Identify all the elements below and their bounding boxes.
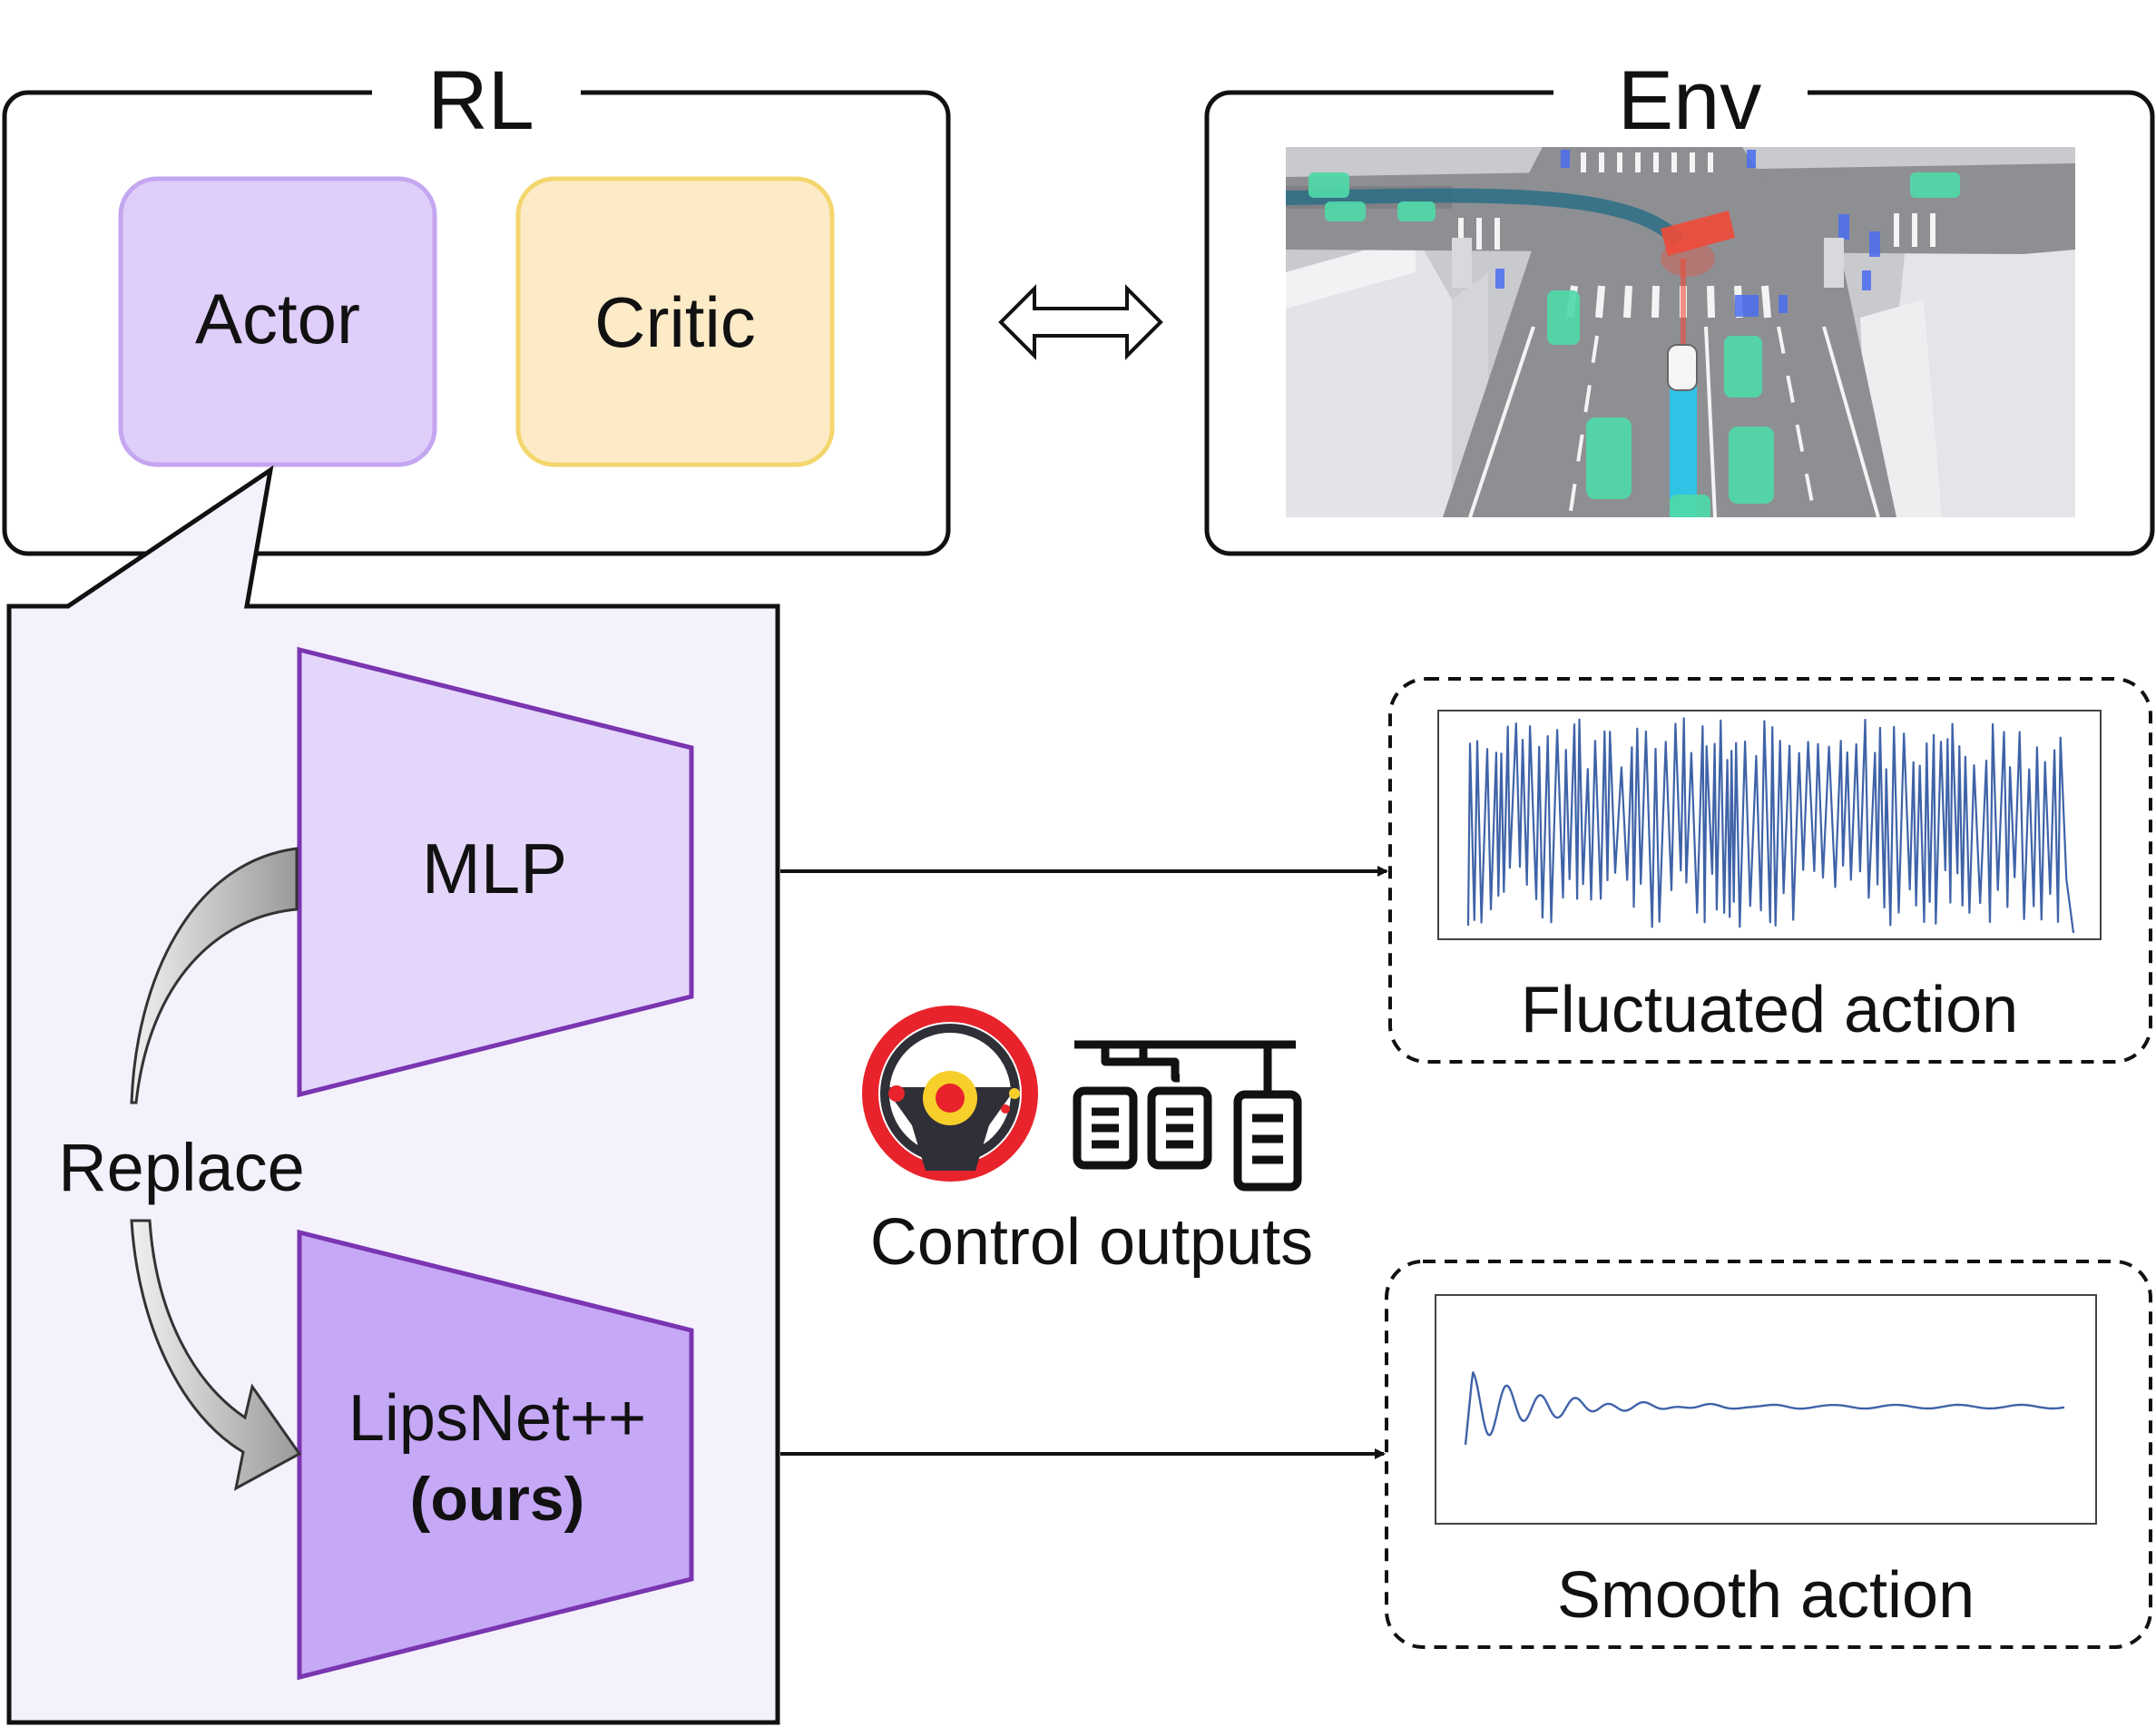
critic-box: Critic — [515, 176, 835, 467]
critic-label: Critic — [594, 282, 756, 362]
lipsnet-sub-label: (ours) — [410, 1465, 585, 1534]
fluctuated-action-panel: Fluctuated action — [1388, 677, 2152, 1064]
smooth-action-label: Smooth action — [1557, 1559, 1975, 1632]
lipsnet-label: LipsNet++ — [348, 1382, 646, 1455]
actor-network-panel: MLP LipsNet++ (ours) Replace — [6, 465, 780, 1725]
lipsnet-block: LipsNet++ (ours) — [297, 1229, 694, 1681]
double-arrow-icon — [998, 284, 1163, 360]
fluctuated-signal-line — [1466, 717, 2075, 934]
steering-wheel-icon — [862, 1006, 1038, 1182]
actor-box: Actor — [118, 176, 437, 467]
env-box: Env — [1204, 54, 2155, 556]
actor-label: Actor — [195, 279, 360, 358]
smooth-signal-line — [1464, 1371, 2065, 1446]
env-title: Env — [1618, 54, 1762, 147]
smooth-plot-frame — [1435, 1294, 2097, 1525]
pedals-icon — [1073, 1040, 1302, 1192]
driving-scene-image — [1286, 147, 2075, 517]
replace-label: Replace — [58, 1130, 305, 1205]
control-outputs-label: Control outputs — [870, 1206, 1313, 1279]
fluctuated-action-label: Fluctuated action — [1521, 974, 2018, 1046]
mlp-label: MLP — [422, 829, 567, 908]
mlp-block: MLP — [297, 646, 694, 1098]
replace-arrow-icon — [130, 847, 302, 1491]
rl-box: RL Actor Critic — [2, 54, 951, 556]
rl-title: RL — [427, 54, 534, 147]
smooth-action-panel: Smooth action — [1385, 1260, 2152, 1649]
